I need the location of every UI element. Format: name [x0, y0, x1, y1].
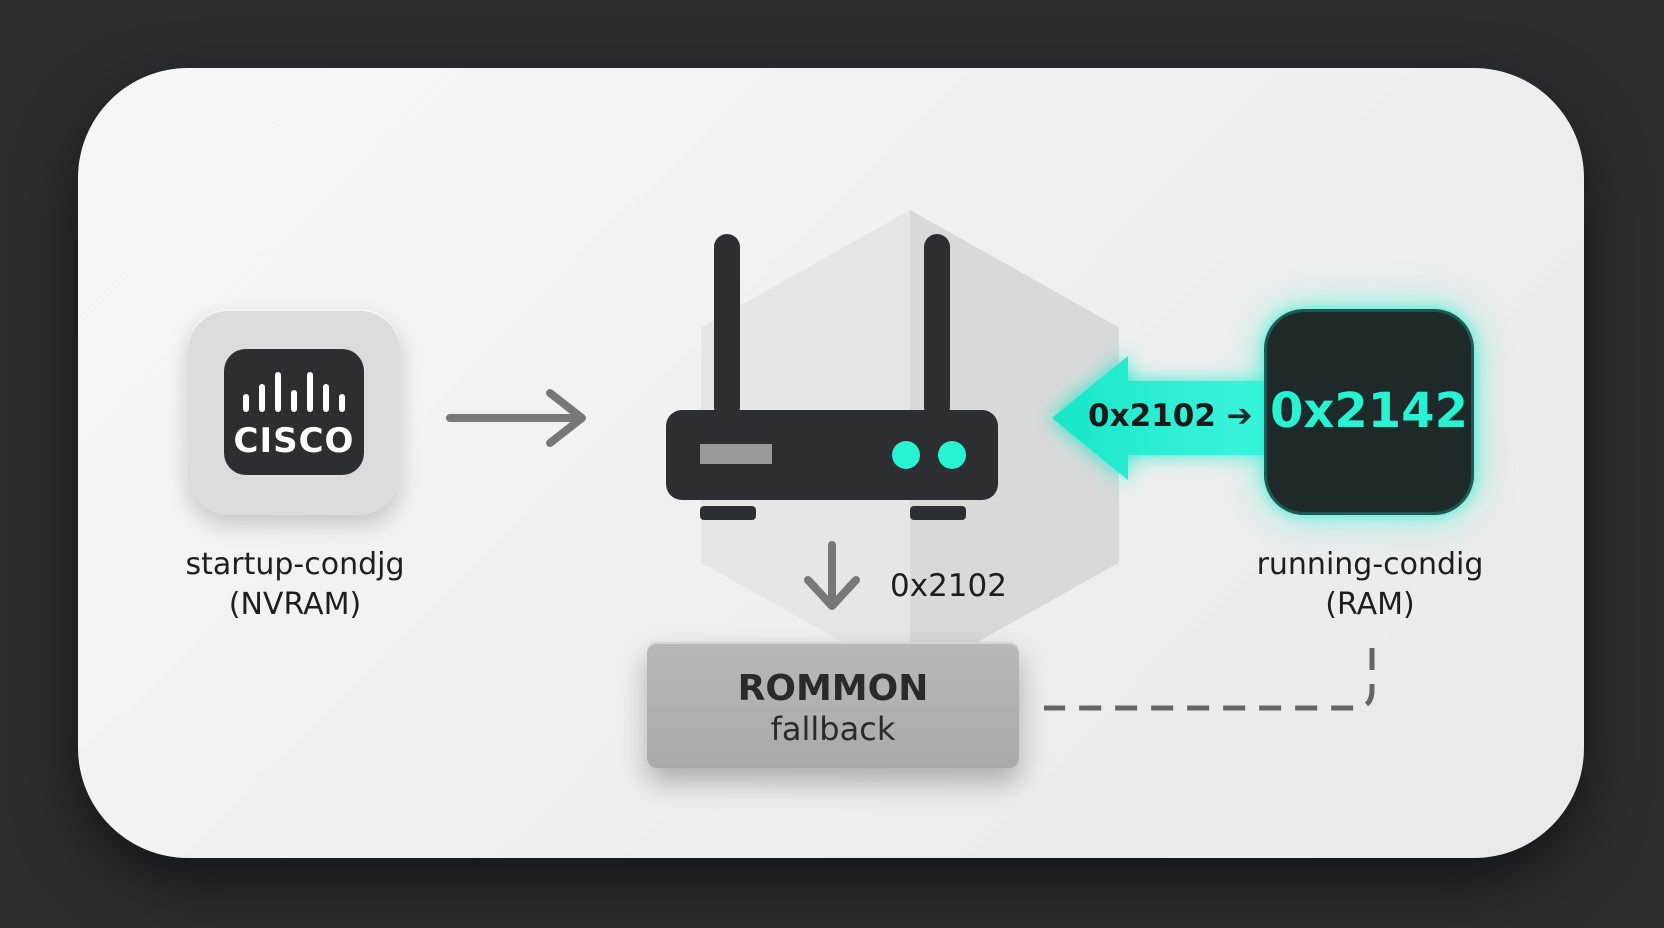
ram-to-router-arrow [1052, 356, 1272, 480]
router-to-rommon-arrow [804, 541, 860, 610]
router-icon [666, 234, 998, 520]
boot-register-label: 0x2102 [890, 568, 1007, 604]
rommon-title: ROMMON [737, 668, 929, 709]
running-to-rommon-dashed-line [1044, 648, 1375, 711]
cisco-bars-icon [243, 372, 345, 412]
rommon-box: ROMMON fallback [647, 642, 1019, 768]
startup-config-tile: CISCO [188, 309, 400, 515]
running-config-label-storage: (RAM) [1325, 587, 1415, 622]
startup-config-label: startup-condjg (NVRAM) [150, 545, 440, 625]
startup-to-router-arrow [446, 389, 586, 447]
rommon-subtitle: fallback [770, 710, 896, 748]
startup-config-label-storage: (NVRAM) [228, 587, 362, 622]
running-config-label: running-condig (RAM) [1210, 545, 1530, 625]
ram-to-router-label: 0x2102 ➔ [1088, 398, 1253, 434]
running-config-label-name: running-condig [1256, 547, 1484, 582]
startup-config-label-name: startup-condjg [185, 547, 405, 582]
running-config-value: 0x2142 [1270, 383, 1468, 439]
cisco-logo-text: CISCO [233, 421, 355, 461]
cisco-logo: CISCO [224, 349, 364, 475]
running-config-tile: 0x2142 [1264, 309, 1474, 515]
